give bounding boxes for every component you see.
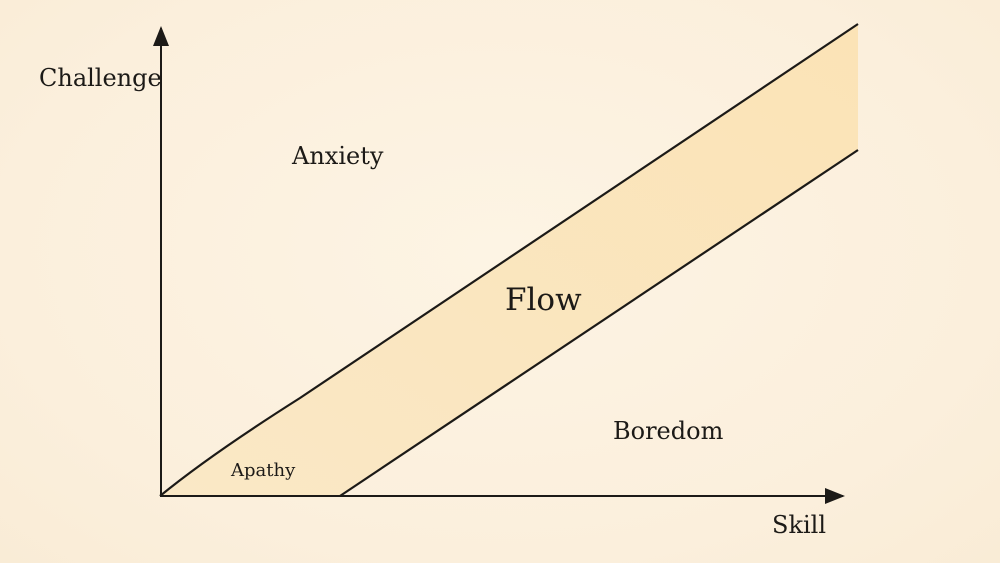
y-axis-label: Challenge: [39, 64, 162, 92]
region-label-apathy: Apathy: [231, 460, 296, 481]
flow-lower-boundary: [339, 149, 859, 497]
flow-upper-boundary: [159, 23, 859, 497]
region-label-anxiety: Anxiety: [292, 142, 384, 170]
region-label-boredom: Boredom: [613, 417, 724, 445]
x-axis-label: Skill: [772, 511, 827, 539]
region-label-flow: Flow: [505, 282, 582, 318]
